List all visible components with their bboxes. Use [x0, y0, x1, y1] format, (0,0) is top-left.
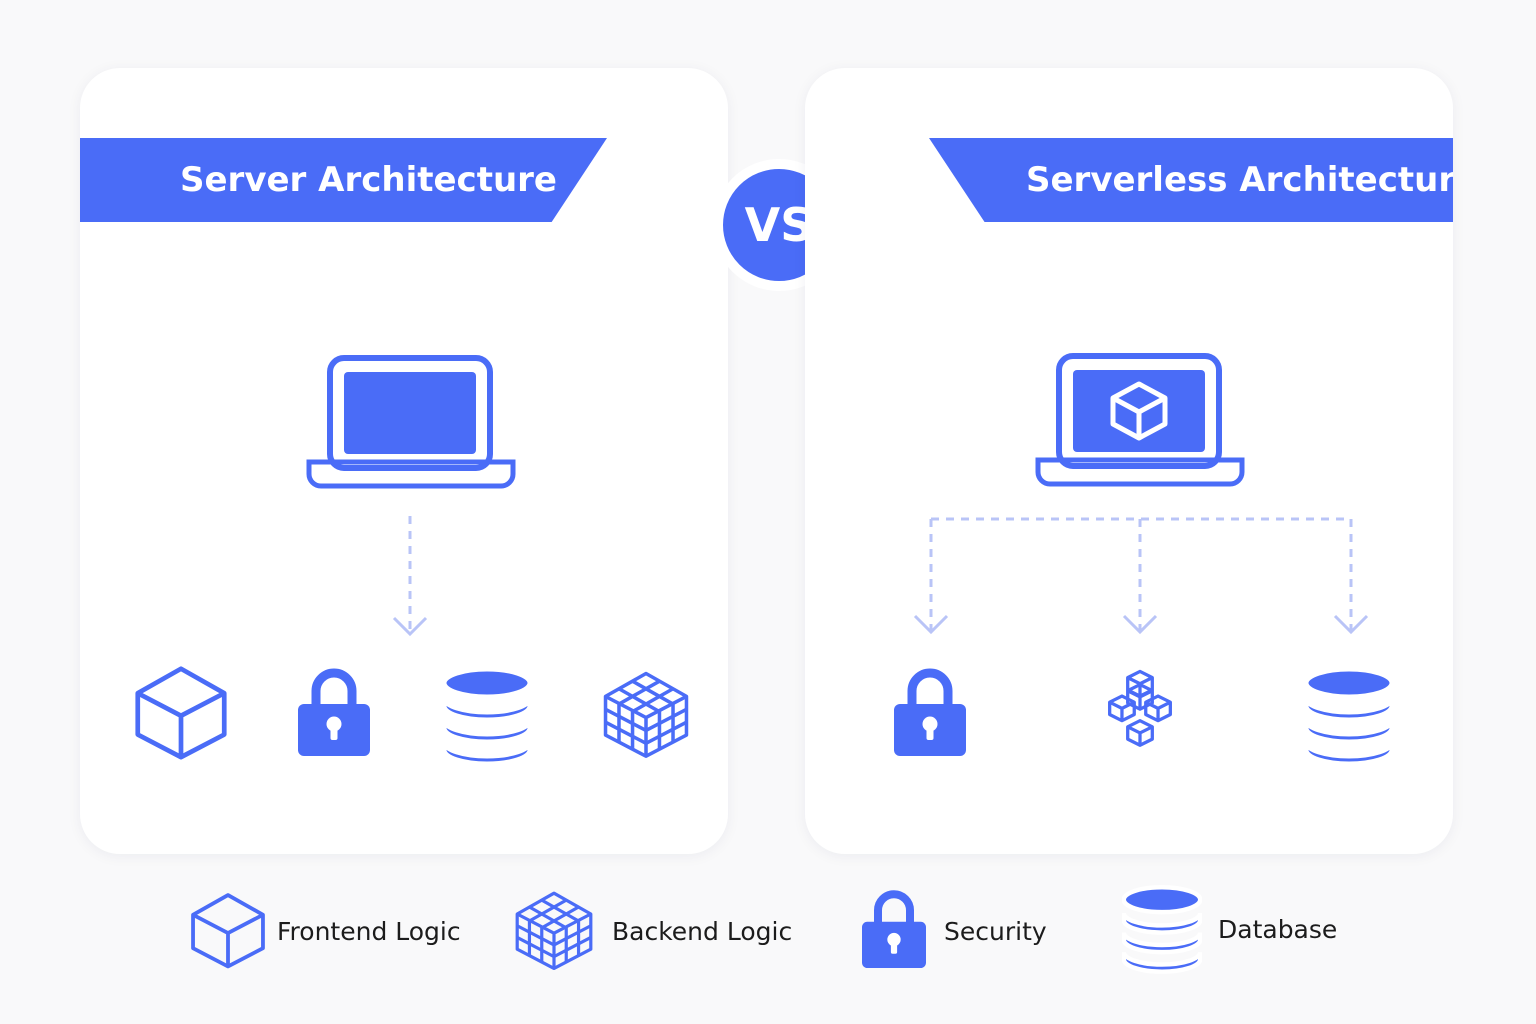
server-architecture-panel: Server Architecture	[80, 68, 728, 854]
database-icon	[442, 666, 532, 766]
laptop-icon	[306, 355, 516, 489]
legend-label-frontend: Frontend Logic	[277, 917, 461, 946]
grid-cube-icon	[602, 664, 690, 764]
cube-cluster-icon	[1099, 660, 1181, 760]
lock-icon	[298, 666, 370, 756]
dashed-connector-arrow	[392, 516, 428, 637]
legend-label-database: Database	[1218, 915, 1338, 944]
legend-grid-cube-icon	[514, 884, 594, 976]
laptop-cube-icon	[1035, 353, 1245, 487]
legend-database-icon	[1122, 884, 1202, 974]
cube-icon	[134, 662, 228, 762]
legend-cube-icon	[190, 888, 266, 972]
legend-lock-icon	[862, 888, 926, 968]
serverless-architecture-title: Serverless Architecture	[929, 138, 1453, 222]
legend-label-security: Security	[944, 917, 1047, 946]
legend-label-backend: Backend Logic	[612, 917, 793, 946]
lock-icon	[894, 666, 966, 756]
database-icon	[1304, 666, 1394, 766]
dashed-connector-tree	[913, 517, 1369, 635]
serverless-architecture-panel: Serverless Architecture	[805, 68, 1453, 854]
server-architecture-title: Server Architecture	[80, 138, 607, 222]
